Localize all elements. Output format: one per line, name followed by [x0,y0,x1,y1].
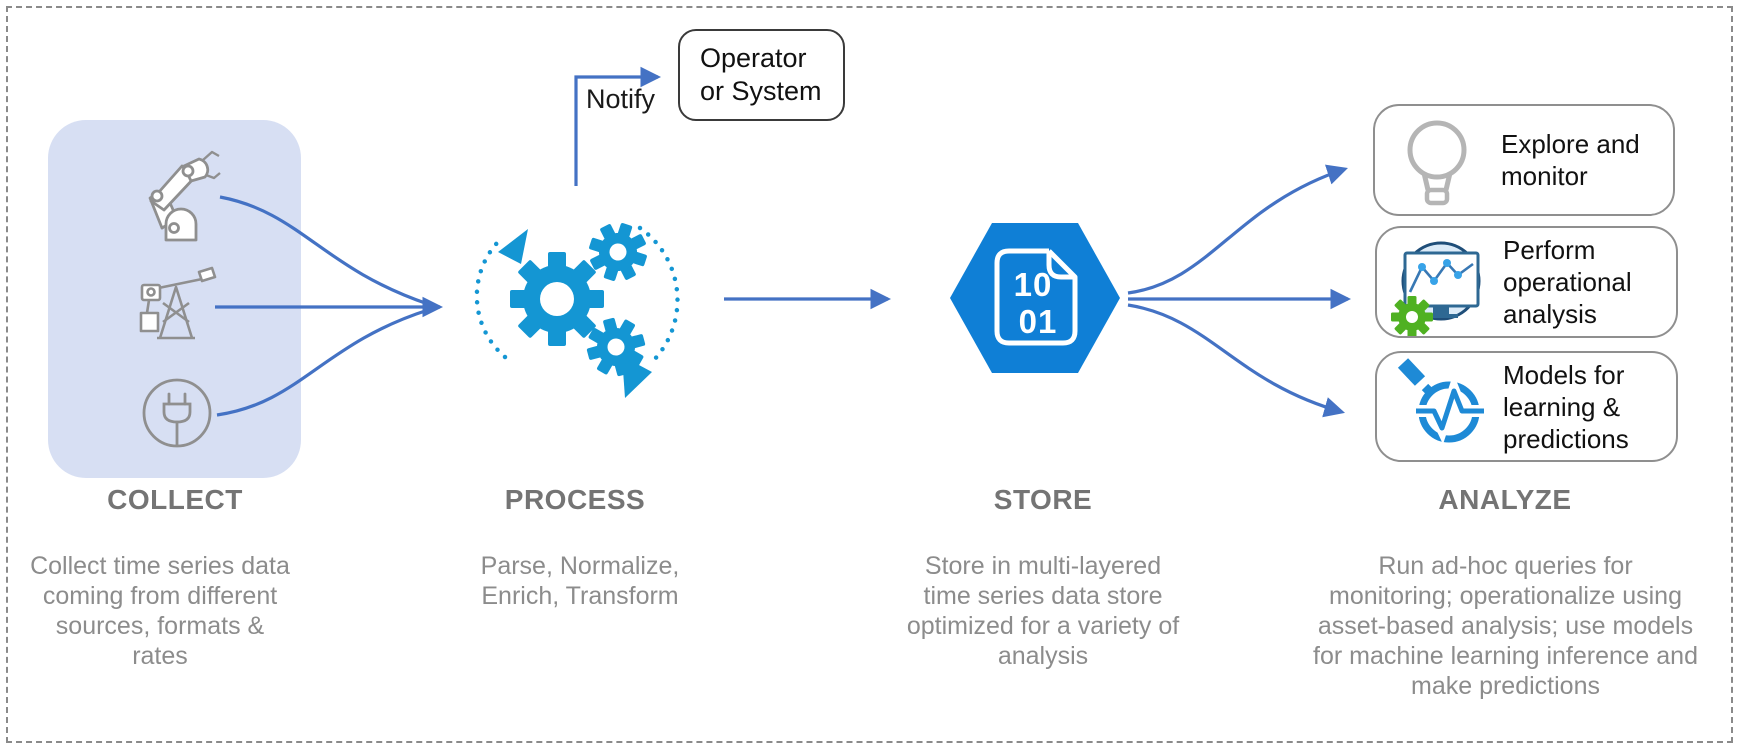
diagram-dashed-frame [6,6,1733,743]
operator-box-line1: Operator [700,43,807,73]
store-to-analyze-arrows [1127,164,1352,418]
analyze-box-operational-line2: operational [1503,267,1632,297]
lightbulb-icon [1407,120,1467,206]
robot-arm-icon [148,150,221,242]
analyze-box-models-line3: predictions [1503,423,1629,454]
collect-to-process-arrows [215,195,444,417]
process-description: Parse, Normalize, Enrich, Transform [440,551,720,611]
analyze-desc-line5: make predictions [1411,672,1600,700]
collect-desc-line2: coming from different [42,582,278,610]
analyze-box-explore-line2: monitor [1501,161,1588,191]
analyze-box-models: Models for learning & predictions [1375,351,1678,462]
store-title: STORE [993,484,1093,515]
analyze-box-models-line1: Models for [1503,359,1625,390]
analyze-box-operational-line3: analysis [1503,299,1597,329]
analyze-title: ANALYZE [1438,484,1572,515]
analyze-desc-line2: monitoring; operationalize using [1329,582,1682,610]
process-desc-line2: Enrich, Transform [481,582,679,610]
collect-description: Collect time series data coming from dif… [25,551,295,671]
analyze-box-operational-line1: Perform [1503,235,1596,265]
store-binary-line2: 01 [1019,303,1058,340]
collect-desc-line1: Collect time series data [30,552,290,580]
collect-desc-line3: sources, formats & rates [55,612,265,670]
oil-pumpjack-icon [139,266,217,340]
analyze-desc-line1: Run ad-hoc queries for [1378,552,1633,580]
analyze-desc-line4: for machine learning inference and [1313,642,1698,670]
store-binary-line1: 10 [1014,266,1053,303]
store-desc-line3: optimized for a variety of [906,612,1180,640]
collect-title: COLLECT [107,484,243,515]
store-desc-line4: analysis [997,642,1089,670]
store-desc-line2: time series data store [923,582,1163,610]
process-title: PROCESS [504,484,646,515]
process-gears-icon [474,223,680,398]
power-plug-icon [142,378,212,448]
model-search-icon [1397,358,1484,445]
notify-label: Notify [586,84,656,114]
analyze-description: Run ad-hoc queries for monitoring; opera… [1283,551,1728,701]
operator-or-system-box: Operator or System [678,29,845,121]
store-hexagon-icon: 10 01 [950,223,1120,373]
analyze-box-explore-line1: Explore and [1501,129,1640,159]
operator-box-line2: or System [700,76,822,106]
store-desc-line1: Store in multi-layered [924,552,1162,580]
notify-arrow [574,66,662,186]
process-desc-line1: Parse, Normalize, [480,552,680,580]
store-description: Store in multi-layered time series data … [863,551,1223,671]
analyze-desc-line3: asset-based analysis; use models [1317,612,1694,640]
analyze-box-operational: Perform operational analysis [1375,226,1678,338]
analyze-box-models-line2: learning & [1503,391,1621,422]
analyze-box-explore: Explore and monitor [1373,104,1675,216]
